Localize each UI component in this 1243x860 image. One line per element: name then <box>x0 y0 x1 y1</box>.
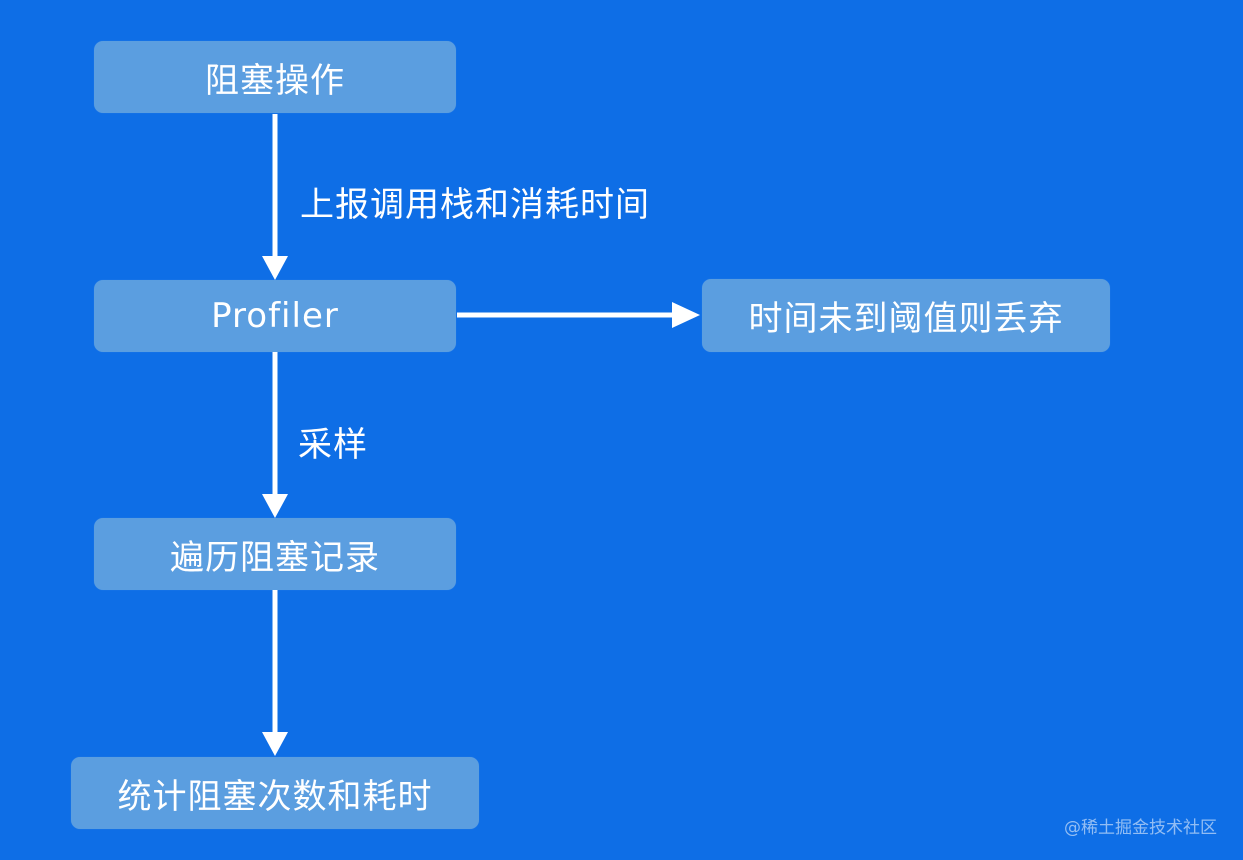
node-traverse-records: 遍历阻塞记录 <box>94 518 456 590</box>
node-discard-label: 时间未到阈值则丢弃 <box>748 299 1064 339</box>
arrowhead-profiler-to-discard <box>672 302 700 328</box>
node-discard: 时间未到阈值则丢弃 <box>702 279 1110 352</box>
edge-label-report: 上报调用栈和消耗时间 <box>300 177 650 226</box>
node-blocking-operation-label: 阻塞操作 <box>205 60 345 101</box>
node-statistics-label: 统计阻塞次数和耗时 <box>117 776 433 817</box>
watermark: @稀土掘金技术社区 <box>1064 813 1217 838</box>
arrowhead-blocking-to-profiler <box>262 256 288 280</box>
node-traverse-records-label: 遍历阻塞记录 <box>170 537 380 578</box>
edge-label-sample-text: 采样 <box>298 425 368 465</box>
node-statistics: 统计阻塞次数和耗时 <box>71 757 479 829</box>
edge-label-sample: 采样 <box>298 417 368 466</box>
arrowhead-traverse-to-statistics <box>262 732 288 756</box>
node-profiler-label: Profiler <box>211 296 339 336</box>
node-blocking-operation: 阻塞操作 <box>94 41 456 113</box>
watermark-text: @稀土掘金技术社区 <box>1064 818 1217 838</box>
arrowhead-profiler-to-traverse <box>262 494 288 518</box>
edge-label-report-text: 上报调用栈和消耗时间 <box>300 185 650 225</box>
node-profiler: Profiler <box>94 280 456 352</box>
